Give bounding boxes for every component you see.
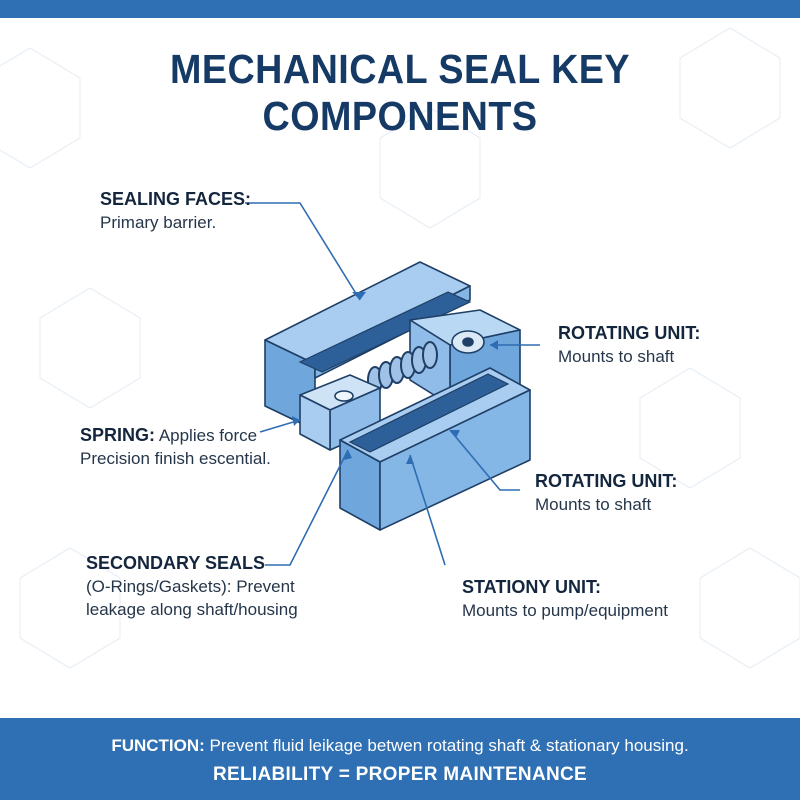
secondary-seals-heading: SECONDARY SEALS	[86, 553, 266, 573]
footer-tagline: RELIABILITY = PROPER MAINTENANCE	[213, 764, 587, 785]
label-spring: SPRING: Applies force Precision finish e…	[80, 424, 271, 470]
rotating-unit-top-heading: ROTATING UNIT:	[558, 323, 701, 343]
top-accent-bar	[0, 0, 800, 18]
leader-arrowheads	[292, 292, 498, 464]
label-secondary-seals: SECONDARY SEALS (O-Rings/Gaskets): Preve…	[86, 552, 298, 621]
leader-lines	[245, 202, 540, 566]
spring-heading: SPRING:	[80, 425, 156, 445]
label-stationary-unit: STATIONY UNIT: Mounts to pump/equipment	[462, 576, 668, 622]
stationary-unit-heading: STATIONY UNIT:	[462, 577, 601, 597]
label-rotating-unit-mid: ROTATING UNIT: Mounts to shaft	[535, 470, 677, 516]
secondary-seals-text: (O-Rings/Gaskets): Prevent	[86, 577, 295, 596]
rotating-unit-top-text: Mounts to shaft	[558, 347, 675, 366]
footer-banner: FUNCTION: Prevent fluid leikage betwen r…	[0, 718, 800, 800]
spring-text: Applies force	[158, 426, 258, 445]
label-sealing-faces: SEALING FACES: Primary barrier.	[100, 188, 251, 234]
back-channel	[298, 291, 472, 373]
function-text: Prevent fluid leikage betwen rotating sh…	[209, 736, 689, 755]
leader-sealing-faces	[245, 202, 361, 301]
spring-text-2: Precision finish escential.	[80, 449, 271, 468]
sealing-faces-text: Primary barrier.	[100, 213, 217, 232]
hexagon-background-pattern	[0, 27, 800, 669]
leader-secondary-seals	[265, 449, 349, 566]
rotating-unit-mid-text: Mounts to shaft	[535, 495, 652, 514]
footer-function-line: FUNCTION: Prevent fluid leikage betwen r…	[0, 736, 800, 756]
sealing-face-block	[299, 374, 381, 451]
leader-rotating-mid	[449, 429, 520, 491]
front-channel	[348, 373, 510, 453]
page-title: MECHANICAL SEAL KEY COMPONENTS	[169, 46, 631, 139]
function-label: FUNCTION:	[111, 736, 205, 755]
sealing-faces-heading: SEALING FACES:	[100, 189, 252, 209]
leader-stationary	[409, 454, 446, 566]
stationary-unit-text: Mounts to pump/equipment	[462, 601, 669, 620]
secondary-seals-text-2: leakage along shaft/housing	[86, 600, 298, 619]
rotating-unit-mid-heading: ROTATING UNIT:	[535, 471, 678, 491]
label-rotating-unit-top: ROTATING UNIT: Mounts to shaft	[558, 322, 700, 368]
